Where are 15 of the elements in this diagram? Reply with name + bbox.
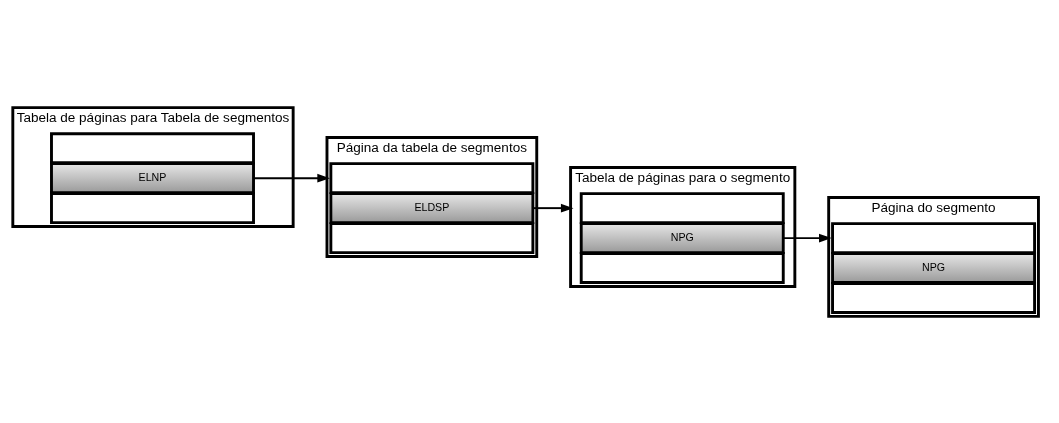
node-box: [579, 251, 785, 284]
node-box: [579, 191, 785, 224]
node-box: [831, 221, 1037, 254]
node-box: NPG: [579, 221, 785, 254]
node-box: [50, 191, 255, 224]
node-box: NPG: [831, 251, 1037, 284]
node-box: [50, 131, 255, 164]
arrow: [782, 233, 832, 242]
node-box: ELDSP: [329, 191, 535, 224]
arrow: [532, 203, 574, 213]
node-box: [329, 161, 535, 194]
node-box: ELNP: [50, 161, 255, 194]
arrow: [252, 173, 330, 183]
node-box: [329, 221, 535, 254]
node-box: [831, 281, 1037, 314]
